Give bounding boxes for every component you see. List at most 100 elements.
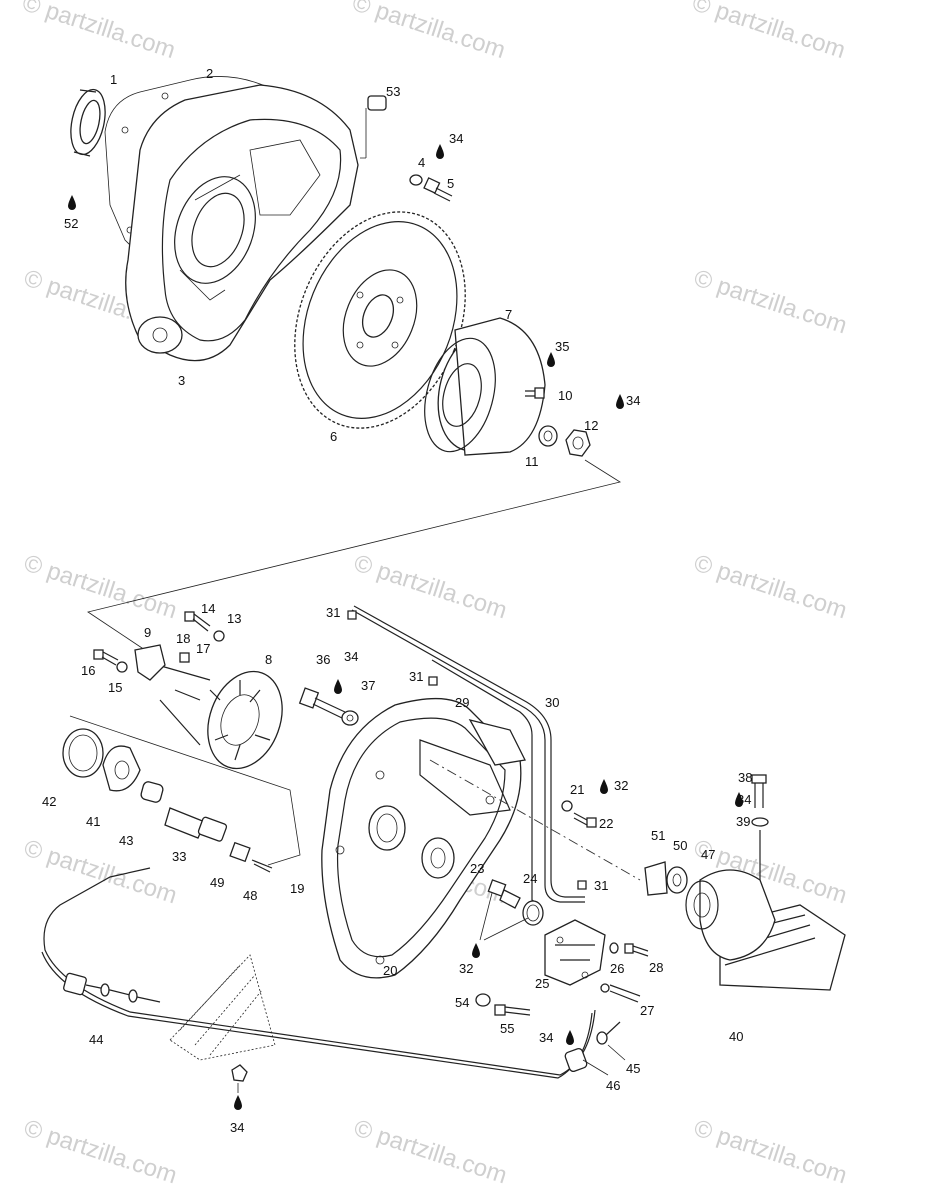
label-55: 55: [500, 1021, 514, 1036]
label-34-b: 34: [626, 393, 640, 408]
label-47: 47: [701, 847, 715, 862]
part-48-terminal: [251, 859, 273, 873]
watermark-text: © partzilla.com: [19, 0, 179, 64]
label-25: 25: [535, 976, 549, 991]
label-29: 29: [455, 695, 469, 710]
part-29-cover-top: [468, 719, 526, 766]
lubricant-drop-icon: [234, 1095, 242, 1110]
lubricant-drop-icon: [547, 352, 555, 367]
label-26: 26: [610, 961, 624, 976]
connector-line: [87, 459, 622, 651]
part-38-bolt: [751, 774, 767, 808]
part-3-housing: [125, 84, 359, 362]
part-13-washer: [213, 630, 225, 642]
lubricant-drop-icon: [334, 679, 342, 694]
part-25-bracket: [544, 919, 606, 986]
label-8: 8: [265, 652, 272, 667]
label-14: 14: [201, 601, 215, 616]
label-31-c: 31: [594, 878, 608, 893]
label-34-f: 34: [230, 1120, 244, 1135]
part-41-grommet: [102, 745, 141, 792]
part-53-dowel: [360, 95, 387, 159]
label-32-b: 32: [459, 961, 473, 976]
part-27-screw: [600, 983, 641, 1003]
part-22-screw: [573, 812, 597, 828]
label-53: 53: [386, 84, 400, 99]
label-16: 16: [81, 663, 95, 678]
part-16-screw: [93, 649, 119, 666]
watermark-text: © partzilla.com: [349, 0, 509, 64]
label-34-a: 34: [449, 131, 463, 146]
part-47-solenoid: [685, 869, 776, 961]
part-51-plate: [644, 861, 668, 896]
part-54-washer: [475, 993, 491, 1007]
lubricant-drop-icon: [472, 943, 480, 958]
part-11-lockwasher: [538, 425, 558, 447]
part-15-washer: [116, 661, 128, 673]
part-31-clip-a: [347, 610, 357, 620]
label-9: 9: [144, 625, 151, 640]
label-7: 7: [505, 307, 512, 322]
label-48: 48: [243, 888, 257, 903]
label-51: 51: [651, 828, 665, 843]
part-30-tube: [351, 605, 585, 906]
label-50: 50: [673, 838, 687, 853]
watermark-text: © partzilla.com: [21, 835, 181, 910]
label-40: 40: [729, 1029, 743, 1044]
part-43-seal: [140, 781, 164, 803]
label-3: 3: [178, 373, 185, 388]
label-1: 1: [110, 72, 117, 87]
lubricant-drop-icon: [600, 779, 608, 794]
part-4-washer: [409, 174, 423, 186]
label-54: 54: [455, 995, 469, 1010]
lubricant-drop-icon: [735, 792, 743, 807]
part-26-washer: [609, 942, 619, 954]
label-36: 36: [316, 652, 330, 667]
part-21-washer: [561, 800, 573, 812]
watermark-text: © partzilla.com: [691, 550, 851, 625]
label-39: 39: [736, 814, 750, 829]
label-19: 19: [290, 881, 304, 896]
label-49: 49: [210, 875, 224, 890]
lubricant-drop-icon: [436, 144, 444, 159]
part-labels: 1 2 3 4 5 6 7 8 9 10 11 12 13 14 15 16 1…: [42, 66, 752, 1135]
label-15: 15: [108, 680, 122, 695]
part-6-ring-gear: [294, 211, 466, 429]
part-34-nut-bottom: [231, 1064, 248, 1082]
lubricant-drop-icon: [68, 195, 76, 210]
label-32-a: 32: [614, 778, 628, 793]
label-22: 22: [599, 816, 613, 831]
label-34-c: 34: [344, 649, 358, 664]
label-46: 46: [606, 1078, 620, 1093]
label-31-b: 31: [409, 669, 423, 684]
label-18: 18: [176, 631, 190, 646]
watermark-text: © partzilla.com: [691, 1115, 851, 1190]
watermark-text: © partzilla.com: [21, 550, 181, 625]
label-34-e: 34: [539, 1030, 553, 1045]
label-30: 30: [545, 695, 559, 710]
watermark-text: © partzilla.com: [351, 1115, 511, 1190]
part-24-oring: [522, 900, 544, 926]
part-23-fitting: [487, 879, 521, 909]
watermark-text: © partzilla.com: [691, 265, 851, 340]
part-50-washer: [666, 866, 688, 894]
part-5-bolt: [423, 177, 453, 202]
label-41: 41: [86, 814, 100, 829]
part-45-clip: [596, 1021, 621, 1045]
part-37-washer: [341, 710, 359, 726]
part-8-stator: [139, 659, 283, 770]
label-33: 33: [172, 849, 186, 864]
label-4: 4: [418, 155, 425, 170]
centerline: [429, 759, 641, 881]
label-43: 43: [119, 833, 133, 848]
label-52: 52: [64, 216, 78, 231]
label-21: 21: [570, 782, 584, 797]
label-37: 37: [361, 678, 375, 693]
label-17: 17: [196, 641, 210, 656]
leader-19: [69, 715, 301, 866]
label-12: 12: [584, 418, 598, 433]
part-1-seal: [70, 88, 106, 157]
part-55-screw: [494, 1004, 531, 1016]
part-12-nut: [565, 429, 591, 457]
